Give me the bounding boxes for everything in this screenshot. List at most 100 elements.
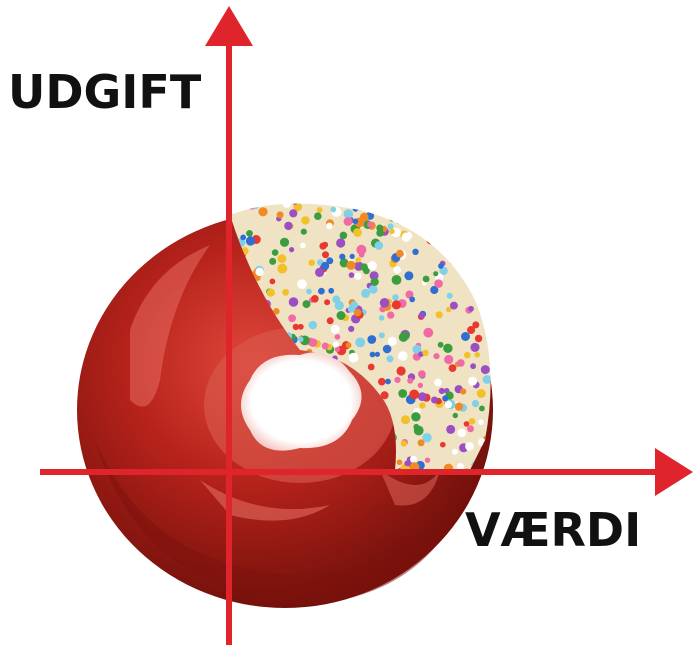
sprinkle [418, 312, 426, 319]
sprinkle [467, 425, 474, 433]
sprinkle [282, 288, 289, 296]
sprinkle [348, 325, 355, 332]
sprinkle [326, 189, 334, 197]
sprinkle [383, 187, 389, 193]
sprinkle [490, 279, 491, 287]
sprinkle [396, 218, 402, 225]
sprinkle [361, 288, 371, 298]
sprinkle [417, 382, 423, 389]
sprinkle [354, 272, 362, 280]
sprinkle [489, 445, 491, 454]
sprinkle [404, 271, 414, 281]
sprinkle [315, 267, 325, 277]
sprinkle [449, 255, 460, 266]
sprinkle [499, 292, 508, 301]
sprinkle [436, 243, 444, 251]
sprinkle [403, 207, 412, 217]
sprinkle [282, 203, 292, 208]
sprinkle [441, 190, 450, 199]
sprinkle [245, 236, 256, 246]
sprinkle [431, 396, 438, 404]
sprinkle [456, 259, 464, 267]
sprinkle [353, 228, 362, 237]
sprinkle [439, 266, 448, 276]
sprinkle [308, 259, 315, 266]
sprinkle [380, 391, 389, 400]
sprinkle [497, 446, 503, 452]
x-axis-arrow-icon [655, 448, 693, 496]
sprinkle [326, 257, 334, 265]
sprinkle [311, 295, 319, 303]
sprinkle [424, 233, 431, 240]
sprinkle [468, 305, 474, 312]
sprinkle [305, 192, 311, 198]
sprinkle [476, 242, 487, 252]
sprinkle [352, 205, 359, 212]
sprinkle [495, 417, 505, 427]
sprinkle [491, 187, 498, 194]
sprinkle [322, 241, 329, 248]
sprinkle [343, 217, 353, 226]
sprinkle [471, 400, 480, 408]
sprinkle [367, 363, 375, 371]
sprinkle [237, 189, 246, 198]
sprinkle [426, 235, 436, 245]
sprinkle [422, 433, 432, 443]
sprinkle [474, 334, 483, 343]
sprinkle [493, 315, 503, 325]
sprinkle [321, 261, 330, 271]
sprinkle [485, 278, 491, 286]
sprinkle [483, 203, 491, 209]
sprinkle [446, 306, 452, 313]
sprinkle [430, 285, 439, 295]
y-axis-arrow-icon [205, 6, 253, 46]
sprinkle [499, 239, 505, 245]
sprinkle [378, 377, 386, 386]
sprinkle [438, 387, 445, 395]
sprinkle [489, 273, 491, 283]
sprinkle [490, 448, 491, 456]
sprinkle [501, 307, 510, 316]
sprinkle [470, 203, 479, 208]
sprinkle [470, 273, 479, 282]
sprinkle [246, 230, 253, 237]
sprinkle [266, 288, 275, 297]
sprinkle [389, 211, 397, 219]
sprinkle [503, 190, 509, 196]
sprinkle [470, 224, 476, 231]
sprinkle [441, 203, 449, 208]
sprinkle [277, 254, 287, 263]
sprinkle [328, 287, 335, 294]
sprinkle [397, 212, 405, 220]
sprinkle [277, 263, 288, 274]
sprinkle [353, 308, 362, 317]
sprinkle [419, 402, 426, 409]
donut-hole [241, 352, 362, 451]
sprinkle [407, 377, 414, 384]
sprinkle [385, 206, 395, 216]
sprinkle [359, 212, 369, 222]
sprinkle [496, 231, 504, 239]
sprinkle [332, 341, 339, 348]
sprinkle [377, 203, 386, 205]
sprinkle [498, 435, 503, 440]
sprinkle [443, 463, 454, 471]
sprinkle [369, 271, 379, 281]
sprinkle [410, 455, 417, 463]
sprinkle [391, 300, 401, 310]
sprinkle [446, 224, 453, 232]
sprinkle [423, 327, 434, 338]
sprinkle [472, 321, 480, 329]
sprinkle [308, 320, 317, 330]
sprinkle [339, 258, 349, 268]
sprinkle [482, 302, 491, 312]
sprinkle [467, 326, 476, 334]
sprinkle [398, 351, 408, 361]
sprinkle [434, 279, 443, 288]
sprinkle [504, 194, 513, 203]
sprinkle [438, 263, 444, 269]
sprinkle [490, 253, 491, 261]
sprinkle [504, 458, 512, 466]
sprinkle [387, 311, 395, 319]
